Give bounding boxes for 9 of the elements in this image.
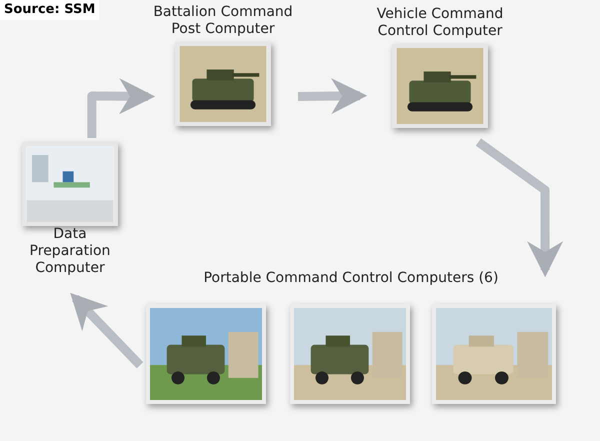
node-title: Portable Command Control Computers (6) [202, 270, 500, 287]
node-title: Battalion Command Post Computer [152, 4, 294, 38]
source-note: Source: SSM [0, 0, 100, 20]
arrow [476, 138, 564, 278]
node-title: Vehicle Command Control Computer [376, 6, 504, 40]
arrow [298, 78, 368, 114]
node-title: Data Preparation Computer [28, 226, 112, 277]
arrow [87, 78, 156, 138]
arrow [70, 292, 144, 368]
